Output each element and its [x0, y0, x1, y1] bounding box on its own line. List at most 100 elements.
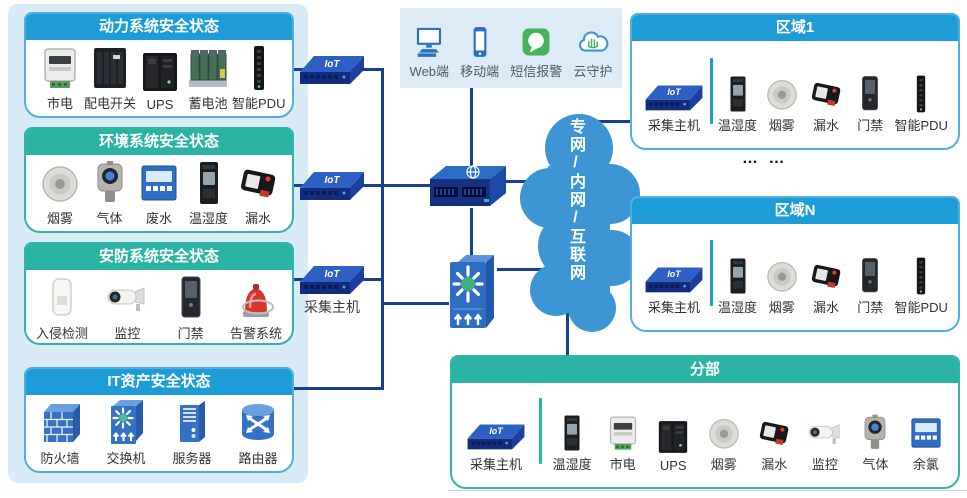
box-body: 市电 配电开关 UPS 蓄电池 智能PDU: [26, 40, 292, 116]
device-label: 余氯: [912, 457, 939, 472]
smoke-detector-icon: [704, 413, 744, 453]
device-label: 路由器: [238, 451, 278, 466]
device-item: 气体: [86, 159, 134, 227]
client-label: 云守护: [573, 64, 613, 79]
water-leak-icon: [754, 413, 794, 453]
branch-body: 采集主机 温湿度 市电 UPS 烟雾 漏水: [452, 383, 958, 487]
device-item: 温湿度: [718, 256, 758, 316]
region-n-box: 区域N 采集主机 温湿度 烟雾 漏水 门禁: [630, 196, 960, 332]
core-switch-device: [450, 255, 494, 328]
door-access-icon: [167, 274, 215, 322]
client-label: 移动端: [460, 64, 500, 79]
power-meter-icon: [603, 413, 643, 453]
device-item: 智能PDU: [895, 74, 948, 134]
connection-line: [292, 387, 384, 390]
device-label: 智能PDU: [894, 300, 948, 315]
connection-line: [381, 68, 384, 390]
device-label: 配电开关: [84, 96, 137, 111]
box-title: IT资产安全状态: [26, 369, 292, 395]
device-item: 漏水: [754, 413, 794, 473]
device-label: 温湿度: [552, 457, 592, 472]
device-item: 市电: [36, 44, 84, 112]
box-title: 安防系统安全状态: [26, 244, 292, 270]
collector-item: 采集主机: [642, 80, 706, 134]
device-item: 烟雾: [762, 74, 802, 134]
network-cloud: [512, 106, 646, 338]
branch-title: 分部: [452, 357, 958, 383]
device-label: 烟雾: [768, 300, 795, 315]
device-item: 智能PDU: [232, 44, 285, 112]
device-label: 温湿度: [717, 118, 757, 133]
device-label: 蓄电池: [188, 96, 228, 111]
smoke-detector-icon: [762, 256, 802, 296]
connection-line: [590, 120, 630, 123]
mobile-phone-icon: [463, 25, 497, 59]
device-label: 气体: [96, 211, 123, 226]
water-leak-icon: [806, 74, 846, 114]
intrusion-sensor-icon: [38, 274, 86, 322]
power-system-box: 动力系统安全状态 市电 配电开关 UPS 蓄电池 智能PDU: [24, 12, 294, 118]
cloud-guard-icon: [576, 25, 610, 59]
device-item: 漏水: [234, 159, 282, 227]
device-item: 门禁: [850, 256, 890, 316]
cctv-camera-icon: [103, 274, 151, 322]
device-item: 废水: [135, 159, 183, 227]
branch-box: 分部 采集主机 温湿度 市电 UPS 烟雾: [450, 355, 960, 489]
device-label: 服务器: [172, 451, 212, 466]
device-label: 智能PDU: [232, 96, 286, 111]
wastewater-meter-icon: [135, 159, 183, 207]
smoke-detector-icon: [762, 74, 802, 114]
client-item: 短信报警: [510, 25, 562, 80]
ups-icon: [136, 48, 184, 96]
firewall-icon: [36, 399, 84, 447]
device-label: 门禁: [857, 118, 884, 133]
device-label: 漏水: [244, 211, 271, 226]
divider: [710, 240, 714, 306]
connection-line: [381, 302, 449, 305]
device-label: 智能PDU: [894, 118, 948, 133]
box-body: 入侵检测 监控 门禁 告警系统: [26, 270, 292, 343]
device-item: 温湿度: [552, 413, 592, 473]
connection-line: [566, 308, 569, 355]
cloud-shape-icon: [520, 114, 640, 332]
smart-pdu-icon: [901, 256, 941, 296]
box-title: 环境系统安全状态: [26, 129, 292, 155]
device-item: 气体: [855, 413, 895, 473]
client-item: 移动端: [460, 25, 499, 80]
ups-icon: [653, 417, 693, 457]
sms-alert-icon: [519, 25, 553, 59]
cloud-network-label: 专网/内网/互联网: [567, 118, 584, 282]
iot-gateway-icon: [464, 419, 528, 453]
box-title: 动力系统安全状态: [26, 14, 292, 40]
router-icon: [234, 399, 282, 447]
device-label: 废水: [145, 211, 172, 226]
iot-gateway-icon: [642, 262, 706, 296]
temp-humidity-icon: [552, 413, 592, 453]
bottom-edge-line: [448, 490, 967, 491]
device-item: 监控: [103, 274, 151, 342]
desktop-monitor-icon: [412, 25, 446, 59]
device-label: 市电: [46, 96, 73, 111]
core-router-device: [430, 165, 506, 206]
device-item: 防火墙: [36, 399, 84, 467]
water-leak-icon: [234, 159, 282, 207]
device-item: 烟雾: [36, 159, 84, 227]
iot-gateway-device: [296, 50, 368, 88]
device-item: 蓄电池: [184, 44, 232, 112]
device-label: 漏水: [761, 457, 788, 472]
device-label: UPS: [146, 97, 174, 112]
client-item: 云守护: [573, 25, 612, 80]
collector-label: 采集主机: [469, 457, 522, 472]
residual-chlorine-meter-icon: [906, 413, 946, 453]
device-item: 温湿度: [718, 74, 758, 134]
door-access-icon: [850, 74, 890, 114]
security-system-box: 安防系统安全状态 入侵检测 监控 门禁 告警系统: [24, 242, 294, 345]
iot-gateway-icon: [642, 80, 706, 114]
smart-pdu-icon: [901, 74, 941, 114]
door-access-icon: [850, 256, 890, 296]
temp-humidity-icon: [185, 159, 233, 207]
battery-bank-icon: [184, 44, 232, 92]
client-item: Web端: [410, 25, 449, 80]
device-label: 气体: [862, 457, 889, 472]
